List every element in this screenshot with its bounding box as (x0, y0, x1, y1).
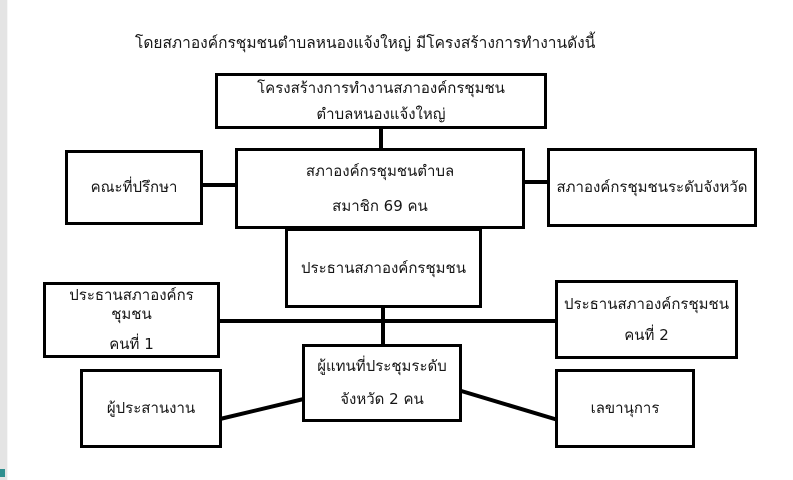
org-box-provincial-delegates: ผู้แทนที่ประชุมระดับ จังหวัด 2 คน (302, 344, 462, 422)
org-box-chairman: ประธานสภาองค์กรชุมชน (285, 228, 482, 308)
org-box-council-line1: สภาองค์กรชุมชนตำบล (305, 161, 455, 180)
org-box-chairman-1-line2: คนที่ 1 (109, 335, 154, 354)
org-box-chairman-label: ประธานสภาองค์กรชุมชน (301, 258, 466, 277)
diagram-caption: โดยสภาองค์กรชุมชนตำบลหนองแจ้งใหญ่ มีโครง… (135, 34, 596, 52)
org-box-delegates-line2: จังหวัด 2 คน (340, 390, 424, 408)
org-box-chairman-2-line2: คนที่ 2 (624, 325, 669, 344)
left-edge-strip (0, 0, 8, 480)
org-box-council-line2: สมาชิก 69 คน (332, 196, 428, 215)
org-box-provincial-label: สภาองค์กรชุมชนระดับจังหวัด (556, 178, 748, 197)
org-box-structure: โครงสร้างการทำงานสภาองค์กรชุมชน ตำบลหนอง… (215, 73, 547, 129)
connector-delegates-coordinator (219, 395, 313, 421)
org-box-delegates-line1: ผู้แทนที่ประชุมระดับ (317, 357, 447, 376)
org-box-structure-line1: โครงสร้างการทำงานสภาองค์กรชุมชน (257, 78, 505, 97)
org-box-structure-line2: ตำบลหนองแจ้งใหญ่ (316, 104, 446, 123)
org-box-provincial-council: สภาองค์กรชุมชนระดับจังหวัด (547, 148, 757, 227)
org-box-chairman-2: ประธานสภาองค์กรชุมชน คนที่ 2 (555, 280, 738, 359)
org-box-advisors-label: คณะที่ปรึกษา (90, 178, 178, 197)
org-box-secretary-label: เลขานุการ (590, 399, 660, 418)
org-box-coordinator: ผู้ประสานงาน (80, 369, 222, 448)
org-box-chairman-1: ประธานสภาองค์กรชุมชน คนที่ 1 (43, 282, 220, 358)
org-box-secretary: เลขานุการ (555, 369, 695, 448)
teal-corner-mark (0, 469, 5, 477)
org-box-advisors: คณะที่ปรึกษา (65, 150, 203, 225)
org-box-chairman-1-line1: ประธานสภาองค์กรชุมชน (69, 285, 194, 323)
org-box-chairman-2-line1: ประธานสภาองค์กรชุมชน (564, 294, 729, 313)
connector-delegates-secretary (447, 385, 559, 422)
org-box-coordinator-label: ผู้ประสานงาน (106, 399, 196, 418)
org-box-council: สภาองค์กรชุมชนตำบล สมาชิก 69 คน (235, 148, 525, 229)
